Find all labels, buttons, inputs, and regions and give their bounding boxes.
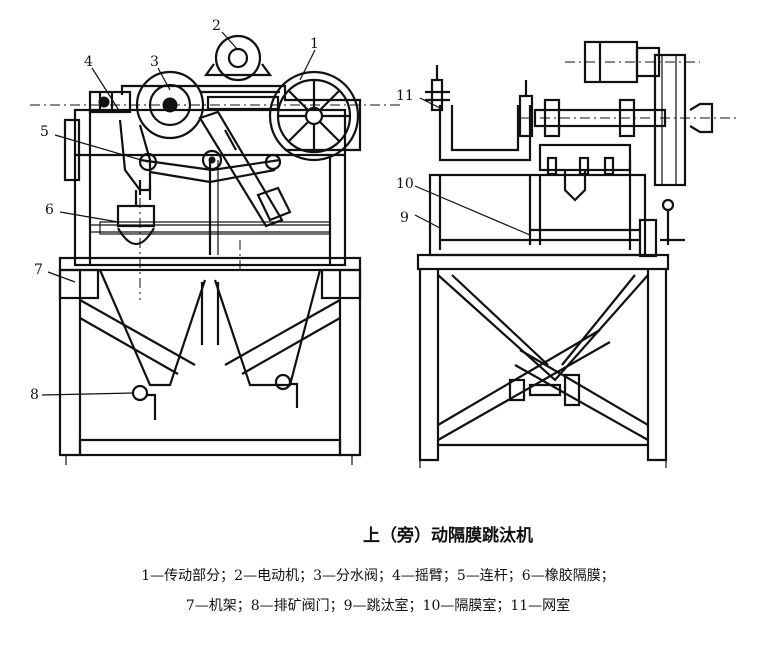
- label-screen-chamber: 11: [396, 88, 414, 104]
- legend-line-1: 1—传动部分；2—电动机；3—分水阀；4—摇臂；5—连杆；6—橡胶隔膜；: [141, 567, 614, 584]
- drive-part: [88, 34, 362, 162]
- side-shaft: [518, 80, 740, 202]
- machine-frame: [58, 256, 362, 465]
- side-view: [416, 40, 740, 468]
- label-distribution-valve: 3: [150, 54, 159, 70]
- connecting-rod: [198, 110, 292, 228]
- side-frame: [416, 253, 670, 468]
- label-discharge-valve: 8: [30, 387, 39, 403]
- label-diaphragm-chamber: 10: [396, 176, 414, 192]
- legend-line-2: 7—机架；8—排矿阀门；9—跳汰室；10—隔膜室；11—网室: [186, 597, 570, 614]
- drive-pulley: [268, 70, 360, 162]
- upper-frame: [63, 108, 347, 267]
- side-motor: [565, 40, 700, 187]
- screen-chamber: [425, 65, 532, 162]
- rubber-diaphragm: [99, 180, 331, 246]
- label-1-motor: 2: [212, 18, 221, 34]
- label-drive-part: 1: [310, 36, 319, 52]
- rocker-arm: [118, 119, 282, 192]
- label-jig-chamber: 9: [400, 210, 409, 226]
- leader-lines: [41, 31, 531, 396]
- front-view: [30, 34, 400, 465]
- label-rocker-arm: 4: [84, 54, 93, 70]
- discharge-valve: [131, 373, 299, 420]
- part-number-labels: 2 1 3 4 5 6 7 8 9 10 11: [30, 18, 414, 403]
- jig-chamber: [428, 160, 685, 258]
- label-connecting-rod: 5: [40, 124, 49, 140]
- label-rubber-diaphragm: 6: [45, 202, 54, 218]
- label-frame: 7: [34, 262, 43, 278]
- water-distribution-valve: [88, 70, 205, 140]
- figure-caption: 上（旁）动隔膜跳汰机: [363, 525, 533, 546]
- electric-motor: [203, 34, 273, 82]
